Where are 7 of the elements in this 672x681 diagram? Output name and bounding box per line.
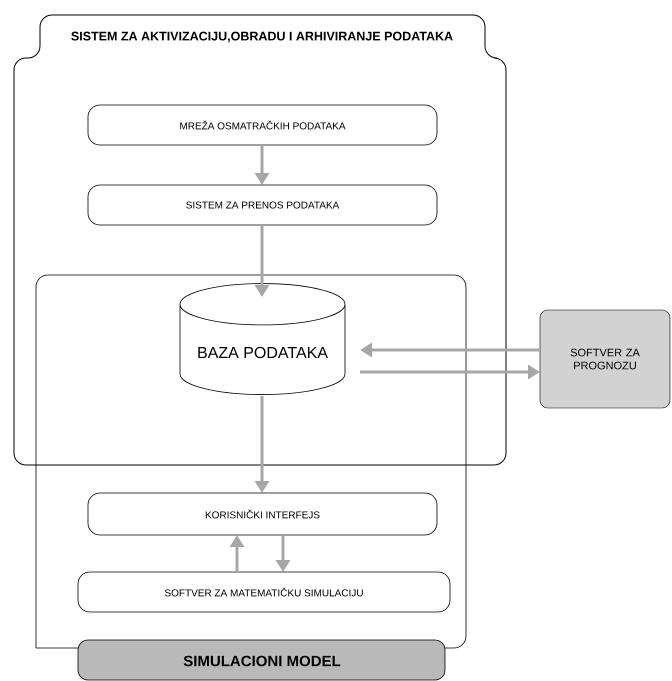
process-box: SOFTVER ZA MATEMATIČKU SIMULACIJU: [78, 572, 450, 612]
node-label: SIMULACIONI MODEL: [184, 656, 340, 666]
software-box: SOFTVER ZA PROGNOZU: [540, 310, 670, 408]
process-box: KORISNIČKI INTERFEJS: [88, 492, 438, 536]
process-box: MREŽA OSMATRAČKIH PODATAKA: [88, 104, 438, 146]
process-box: SISTEM ZA PRENOS PODATAKA: [88, 184, 438, 226]
database-cylinder: BAZA PODATAKA: [180, 283, 346, 395]
